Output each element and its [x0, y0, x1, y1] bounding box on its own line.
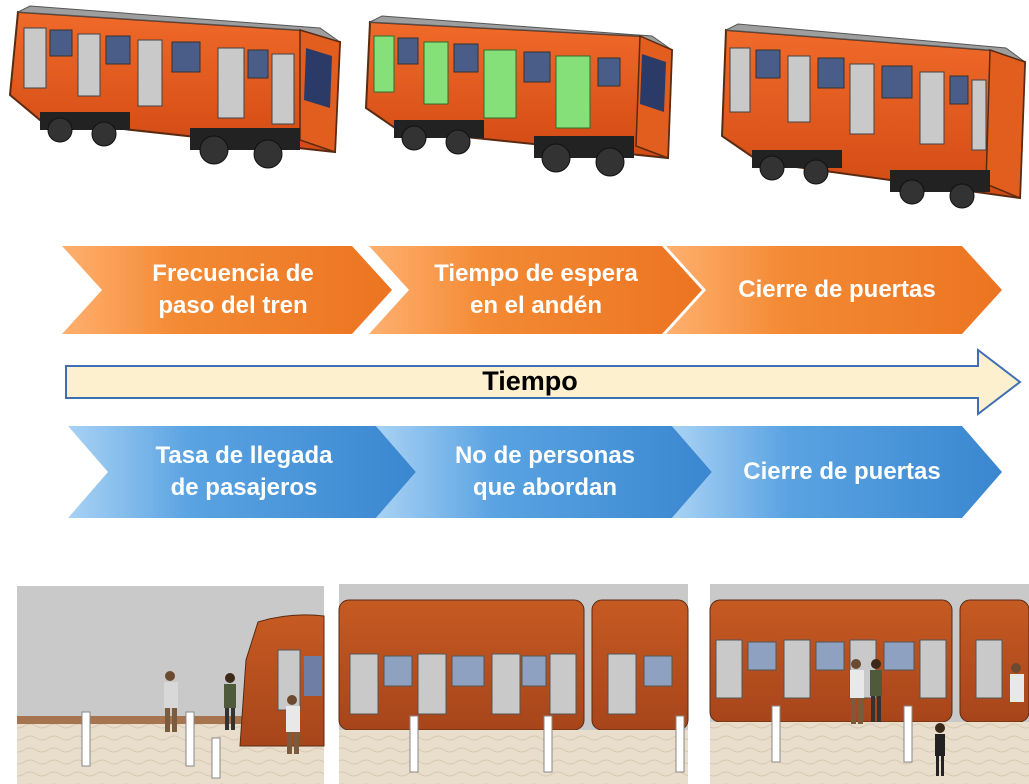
passenger-stage-1-label: Tasa de llegada de pasajeros — [155, 442, 333, 501]
train-closed-1 — [8, 5, 342, 169]
scene-train-waiting — [338, 584, 689, 784]
train-open-doors — [364, 15, 674, 177]
train-stage-3-label: Cierre de puertas — [738, 276, 936, 303]
passenger-stage-2-shape — [376, 426, 712, 518]
train-stage-3-shape — [666, 246, 1002, 334]
passenger-stage-3-label: Cierre de puertas — [743, 458, 941, 485]
train-closed-2 — [720, 23, 1027, 209]
scene-train-arriving — [17, 586, 325, 784]
time-arrow — [65, 347, 1022, 417]
train-stage-1-label: Frecuencia de paso del tren — [152, 260, 314, 319]
train-stage-chevrons — [62, 246, 1002, 334]
passenger-stage-chevrons — [68, 426, 1002, 518]
train-stage-2-label: Tiempo de espera en el andén — [434, 260, 638, 319]
time-arrow-label: Tiempo — [482, 366, 578, 396]
passenger-stage-2-label: No de personas que abordan — [454, 442, 636, 501]
train-stage-1-shape — [62, 246, 392, 334]
passenger-stage-3-shape — [672, 426, 1002, 518]
train-stage-2-shape — [369, 246, 702, 334]
passenger-stage-1-shape — [68, 426, 416, 518]
scene-doors-closing — [709, 584, 1029, 784]
